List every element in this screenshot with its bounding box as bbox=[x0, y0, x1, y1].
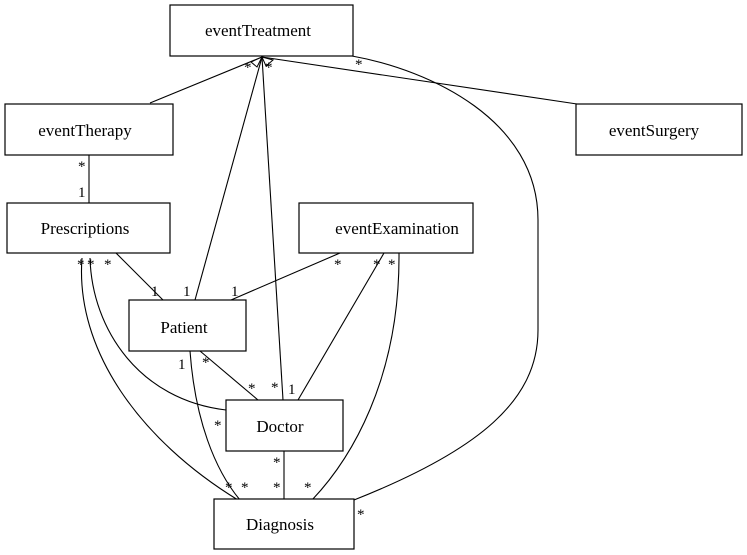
edge-patient-treatment bbox=[194, 56, 263, 301]
class-event-treatment-label: eventTreatment bbox=[205, 21, 311, 40]
multiplicity-labels: * * * * 1 * * * 1 1 1 * * * 1 * * * 1 * … bbox=[77, 57, 396, 523]
edge-examination-diagnosis bbox=[311, 252, 400, 501]
class-prescriptions[interactable]: Prescriptions bbox=[6, 202, 171, 254]
mult-label: 1 bbox=[183, 284, 191, 300]
edge-diagnosis-treatment bbox=[351, 55, 539, 501]
mult-label: * bbox=[273, 480, 281, 496]
mult-label: * bbox=[225, 480, 233, 496]
edge-patient-diagnosis bbox=[189, 350, 241, 501]
class-diagnosis-label: Diagnosis bbox=[246, 515, 314, 534]
mult-label: * bbox=[273, 455, 281, 471]
mult-label: 1 bbox=[151, 284, 159, 300]
class-event-surgery[interactable]: eventSurgery bbox=[575, 103, 743, 156]
mult-label: 1 bbox=[288, 382, 296, 398]
mult-label: * bbox=[304, 480, 312, 496]
mult-label: 1 bbox=[78, 185, 86, 201]
mult-label: * bbox=[248, 381, 256, 397]
class-event-examination-label: eventExamination bbox=[335, 219, 459, 238]
mult-label: * bbox=[87, 257, 95, 273]
generalization-arrowhead-2 bbox=[261, 56, 275, 67]
mult-label: 1 bbox=[178, 357, 186, 373]
edge-therapy-treatment bbox=[149, 56, 263, 104]
mult-label: * bbox=[202, 355, 210, 371]
class-patient-label: Patient bbox=[160, 318, 207, 337]
mult-label: * bbox=[355, 57, 363, 73]
mult-label: * bbox=[244, 60, 252, 76]
mult-label: * bbox=[77, 257, 85, 273]
edge-prescriptions-doctor bbox=[89, 257, 227, 411]
mult-label: * bbox=[104, 257, 112, 273]
class-event-treatment[interactable]: eventTreatment bbox=[169, 4, 354, 57]
edge-doctor-treatment bbox=[261, 56, 284, 401]
class-doctor-label: Doctor bbox=[256, 417, 304, 436]
class-patient[interactable]: Patient bbox=[128, 299, 247, 352]
associations bbox=[80, 55, 578, 501]
class-event-surgery-label: eventSurgery bbox=[609, 121, 700, 140]
mult-label: * bbox=[214, 418, 222, 434]
edge-surgery-treatment bbox=[261, 56, 578, 105]
mult-label: * bbox=[373, 257, 381, 273]
class-event-therapy-label: eventTherapy bbox=[38, 121, 132, 140]
class-event-examination[interactable]: eventExamination bbox=[298, 202, 474, 254]
class-diagnosis[interactable]: Diagnosis bbox=[213, 498, 355, 550]
mult-label: * bbox=[388, 257, 396, 273]
edge-prescriptions-patient bbox=[115, 252, 164, 301]
edge-patient-doctor bbox=[199, 350, 259, 401]
edge-examination-doctor bbox=[297, 252, 385, 401]
mult-label: * bbox=[334, 257, 342, 273]
mult-label: * bbox=[357, 507, 365, 523]
edge-prescriptions-diagnosis bbox=[80, 257, 239, 501]
class-event-therapy[interactable]: eventTherapy bbox=[4, 103, 174, 156]
mult-label: * bbox=[78, 159, 86, 175]
mult-label: * bbox=[271, 380, 279, 396]
mult-label: * bbox=[241, 480, 249, 496]
mult-label: * bbox=[265, 60, 273, 76]
class-doctor[interactable]: Doctor bbox=[225, 399, 344, 452]
class-prescriptions-label: Prescriptions bbox=[41, 219, 130, 238]
edge-examination-patient bbox=[230, 252, 341, 301]
generalization-arrowhead bbox=[250, 55, 264, 68]
mult-label: 1 bbox=[231, 284, 239, 300]
